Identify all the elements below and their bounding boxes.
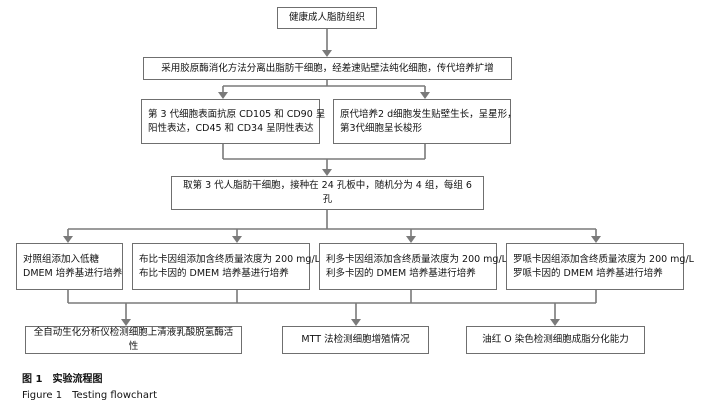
- box-surface-markers-line-1: 第 3 代细胞表面抗原 CD105 和 CD90 呈: [148, 108, 326, 120]
- box-oil-red-detection: 油红 O 染色检测细胞成脂分化能力: [466, 326, 645, 354]
- arrowhead-lidocaine: [406, 236, 416, 243]
- box-ldh-text: 全自动生化分析仪检测细胞上清液乳酸脱氢酶活性: [33, 327, 234, 352]
- box-ropivacaine-group: 罗哌卡因组添加含终质量浓度为 200 mg/L 罗哌卡因的 DMEM 培养基进行…: [506, 243, 694, 290]
- arrowhead-morphology: [420, 92, 430, 99]
- box-control-line-1: 对照组添加入低糖: [23, 253, 100, 265]
- arrowhead-ldh: [121, 319, 131, 326]
- box-grouping: 取第 3 代人脂肪干细胞，接种在 24 孔板中，随机分为 4 组，每组 6 孔: [171, 176, 484, 210]
- figure-title-cn: 实验流程图: [52, 374, 103, 385]
- figure-caption-en: Figure 1 Testing flowchart: [22, 389, 157, 402]
- figure-label-cn: 图 1: [22, 374, 43, 385]
- box-morphology-line-2: 第3代细胞呈长梭形: [340, 122, 423, 134]
- box-surface-markers: 第 3 代细胞表面抗原 CD105 和 CD90 呈 阳性表达，CD45 和 C…: [141, 99, 325, 144]
- box-oil-red-text: 油红 O 染色检测细胞成脂分化能力: [482, 334, 629, 345]
- box-bupivacaine-line-2: 布比卡因的 DMEM 培养基进行培养: [139, 267, 289, 279]
- figure-caption-cn: 图 1 实验流程图: [22, 373, 102, 386]
- arrowhead-control: [63, 236, 73, 243]
- arrowhead-surface-markers: [218, 92, 228, 99]
- box-morphology-line-1: 原代培养2 d细胞发生贴壁生长，呈星形，: [340, 108, 517, 120]
- box-mtt-detection: MTT 法检测细胞增殖情况: [282, 326, 429, 354]
- figure-label-en: Figure 1: [22, 390, 63, 401]
- arrowhead-mtt: [351, 319, 361, 326]
- box-grouping-text: 取第 3 代人脂肪干细胞，接种在 24 孔板中，随机分为 4 组，每组 6 孔: [183, 180, 472, 205]
- box-control-group: 对照组添加入低糖 DMEM 培养基进行培养: [16, 243, 123, 290]
- box-lidocaine-group: 利多卡因组添加含终质量浓度为 200 mg/L 利多卡因的 DMEM 培养基进行…: [319, 243, 507, 290]
- box-source-tissue: 健康成人脂肪组织: [277, 7, 377, 29]
- box-ropivacaine-line-1: 罗哌卡因组添加含终质量浓度为 200 mg/L: [513, 253, 694, 265]
- box-mtt-text: MTT 法检测细胞增殖情况: [301, 334, 410, 345]
- figure-title-en: Testing flowchart: [72, 390, 158, 401]
- arrowhead-ropivacaine: [591, 236, 601, 243]
- box-lidocaine-line-1: 利多卡因组添加含终质量浓度为 200 mg/L: [326, 253, 507, 265]
- box-source-text: 健康成人脂肪组织: [288, 12, 365, 23]
- box-isolation-text: 采用胶原酶消化方法分离出脂肪干细胞，经差速贴壁法纯化细胞，传代培养扩增: [161, 62, 494, 74]
- box-lidocaine-line-2: 利多卡因的 DMEM 培养基进行培养: [326, 267, 476, 279]
- box-control-line-2: DMEM 培养基进行培养: [23, 267, 123, 279]
- arrowhead-isolation: [322, 50, 332, 57]
- arrowhead-oil-red: [550, 319, 560, 326]
- arrowhead-grouping: [322, 169, 332, 176]
- box-ropivacaine-line-2: 罗哌卡因的 DMEM 培养基进行培养: [513, 267, 663, 279]
- box-morphology: 原代培养2 d细胞发生贴壁生长，呈星形， 第3代细胞呈长梭形: [333, 99, 517, 144]
- box-isolation: 采用胶原酶消化方法分离出脂肪干细胞，经差速贴壁法纯化细胞，传代培养扩增: [143, 57, 512, 80]
- box-bupivacaine-group: 布比卡因组添加含终质量浓度为 200 mg/L 布比卡因的 DMEM 培养基进行…: [132, 243, 320, 290]
- box-bupivacaine-line-1: 布比卡因组添加含终质量浓度为 200 mg/L: [139, 253, 320, 265]
- box-surface-markers-line-2: 阳性表达，CD45 和 CD34 呈阴性表达: [148, 122, 314, 134]
- arrowhead-bupivacaine: [232, 236, 242, 243]
- box-ldh-detection: 全自动生化分析仪检测细胞上清液乳酸脱氢酶活性: [25, 326, 242, 354]
